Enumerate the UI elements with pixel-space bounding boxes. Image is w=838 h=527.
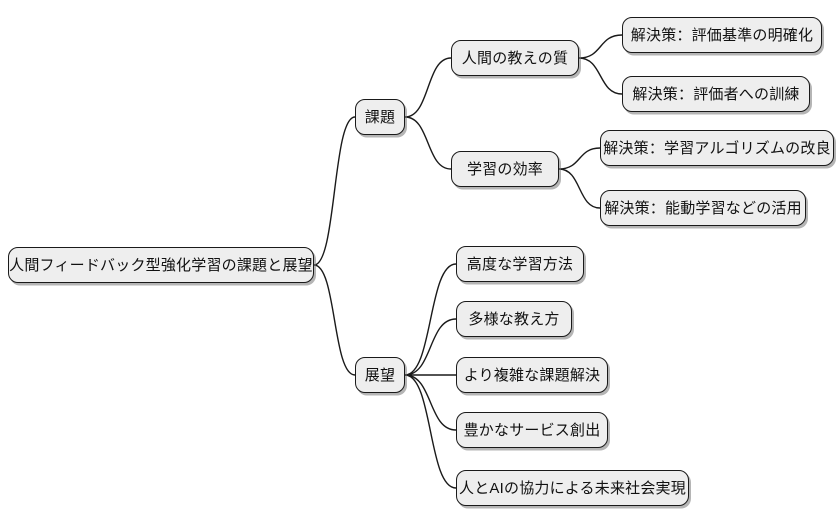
mindmap-node-d3[interactable]: 解決策：学習アルゴリズムの改良 (600, 130, 834, 166)
mindmap-node-label: 豊かなサービス創出 (463, 421, 601, 439)
mindmap-edge-b2-e2 (404, 318, 457, 376)
mindmap-node-label: 解決策：評価者への訓練 (632, 85, 800, 103)
mindmap-node-e4[interactable]: 豊かなサービス創出 (456, 412, 608, 448)
mindmap-node-label: 展望 (364, 366, 396, 384)
mindmap-node-label: 人間の教えの質 (461, 49, 569, 67)
mindmap-node-label: 解決策：能動学習などの活用 (604, 199, 802, 217)
mindmap-node-b1[interactable]: 課題 (355, 99, 405, 135)
mindmap-node-label: 解決策：評価基準の明確化 (630, 26, 814, 44)
mindmap-edge-b1-c1 (404, 57, 452, 118)
mindmap-node-label: 課題 (364, 108, 396, 126)
mindmap-edge-c1-d1 (578, 34, 623, 59)
mindmap-edge-root-b1 (313, 116, 356, 266)
mindmap-node-label: 人間フィードバック型強化学習の課題と展望 (9, 256, 313, 274)
mindmap-node-c2[interactable]: 学習の効率 (451, 151, 559, 187)
mindmap-edge-b1-c2 (404, 116, 452, 170)
mindmap-node-root[interactable]: 人間フィードバック型強化学習の課題と展望 (8, 247, 314, 283)
mindmap-node-label: 高度な学習方法 (466, 255, 574, 273)
mindmap-node-e2[interactable]: 多様な教え方 (456, 301, 572, 337)
mindmap-node-d2[interactable]: 解決策：評価者への訓練 (622, 76, 810, 112)
mindmap-node-b2[interactable]: 展望 (355, 357, 405, 393)
mindmap-node-d1[interactable]: 解決策：評価基準の明確化 (622, 17, 822, 53)
mindmap-node-e5[interactable]: 人とAIの協力による未来社会実現 (456, 470, 689, 506)
mindmap-node-label: 解決策：学習アルゴリズムの改良 (603, 139, 831, 157)
mindmap-edge-c2-d3 (558, 147, 601, 170)
mindmap-node-c1[interactable]: 人間の教えの質 (451, 40, 579, 76)
mindmap-node-e3[interactable]: より複雑な課題解決 (456, 357, 608, 393)
mindmap-node-e1[interactable]: 高度な学習方法 (456, 246, 584, 282)
mindmap-node-label: より複雑な課題解決 (463, 366, 601, 384)
mindmap-node-label: 多様な教え方 (468, 310, 560, 328)
mindmap-edge-b2-e4 (404, 374, 457, 431)
mindmap-edge-b2-e1 (404, 263, 457, 376)
mindmap-edge-b2-e5 (404, 374, 457, 489)
mindmap-node-label: 人とAIの協力による未来社会実現 (459, 479, 686, 497)
mindmap-edge-c1-d2 (578, 57, 623, 95)
mindmap-node-d4[interactable]: 解決策：能動学習などの活用 (600, 190, 806, 226)
mindmap-edge-root-b2 (313, 264, 356, 376)
mindmap-node-label: 学習の効率 (466, 160, 543, 178)
mindmap-edge-c2-d4 (558, 168, 601, 209)
